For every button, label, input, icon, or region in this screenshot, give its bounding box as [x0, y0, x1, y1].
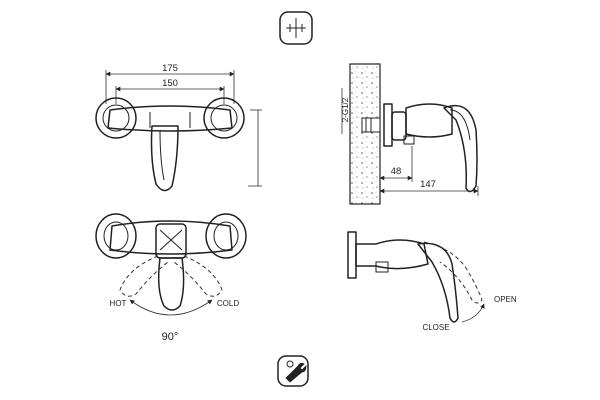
cold-position-outline [173, 255, 223, 297]
close-label: CLOSE [422, 323, 449, 332]
cold-label: COLD [217, 299, 239, 308]
rotation-angle-label: 90° [162, 331, 179, 343]
wrench-tool-icon [277, 355, 309, 387]
side-view [341, 63, 479, 205]
rotation-arc [129, 299, 213, 316]
open-position-outline [423, 241, 483, 304]
operation-view [347, 231, 485, 323]
cross-target-icon [279, 11, 313, 45]
dimension-48-label: 48 [391, 166, 402, 177]
open-arrow [461, 303, 485, 323]
dimension-147-label: 147 [420, 179, 436, 190]
thread-label: 2-G1/2 [341, 97, 350, 122]
front-view [95, 70, 262, 192]
open-label: OPEN [494, 295, 517, 304]
top-view [95, 213, 247, 316]
hot-label: HOT [110, 299, 127, 308]
dimension-175-label: 175 [162, 63, 178, 74]
dimension-150-label: 150 [162, 78, 178, 89]
hot-position-outline [119, 255, 169, 297]
